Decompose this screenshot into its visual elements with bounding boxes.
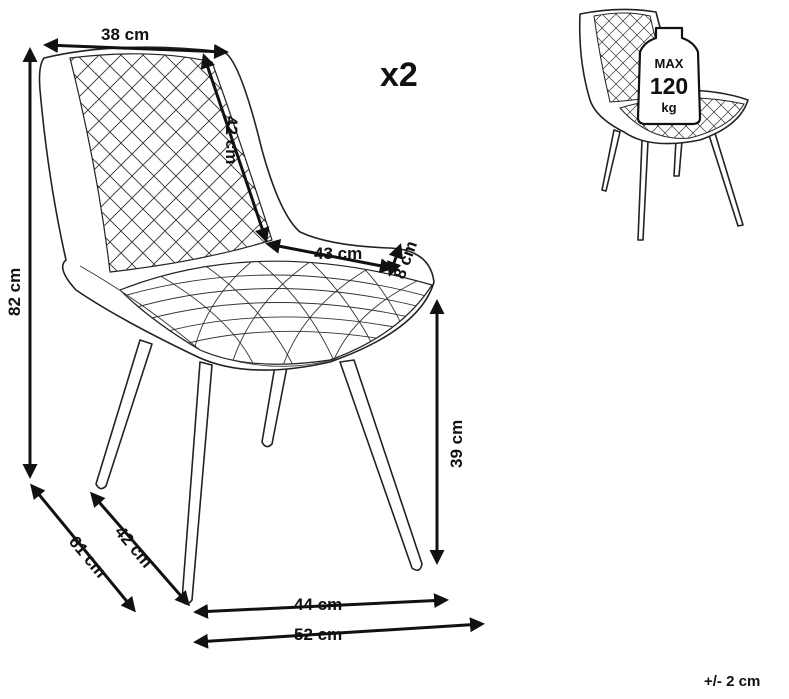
small-chair-leg-3 — [673, 139, 683, 177]
small-chair-leg-4 — [707, 129, 744, 227]
dimension-arrows — [22, 37, 485, 649]
label-total-depth: 61 cm — [65, 532, 111, 581]
arrow-inner-width — [193, 593, 449, 619]
max-load-label: MAX — [655, 56, 684, 71]
label-total-width: 52 cm — [294, 625, 342, 644]
label-back-width: 38 cm — [101, 25, 149, 44]
arrow-total-width — [193, 617, 485, 649]
label-back-height: 42 cm — [222, 116, 241, 164]
label-inner-width: 44 cm — [294, 595, 342, 614]
arrow-seat-depth — [265, 238, 395, 274]
weight-icon — [636, 26, 702, 126]
chair-leg-back-right — [261, 359, 289, 448]
max-load-unit: kg — [661, 100, 676, 115]
small-chair-leg-1 — [601, 129, 621, 192]
max-load-badge: MAX 120 kg — [636, 26, 702, 126]
label-total-height: 82 cm — [5, 268, 24, 316]
label-seat-depth-side: 42 cm — [111, 522, 157, 571]
small-chair-leg-2 — [637, 139, 649, 241]
chair-leg-back-left — [95, 339, 153, 490]
chair-leg-front-right — [339, 359, 423, 572]
max-load-value: 120 — [650, 73, 688, 99]
tolerance-label: +/- 2 cm — [704, 673, 760, 690]
arrow-back-width — [43, 37, 229, 60]
arrow-seat-depth-side — [90, 491, 190, 607]
arrow-back-height — [200, 53, 270, 243]
arrow-seat-thickness — [386, 243, 404, 277]
label-seat-height: 39 cm — [447, 420, 466, 468]
label-seat-depth: 43 cm — [314, 244, 362, 263]
quantity-label: x2 — [380, 56, 418, 94]
chair-leg-front-left — [181, 361, 213, 605]
chair-seat-front-lip — [79, 265, 341, 367]
